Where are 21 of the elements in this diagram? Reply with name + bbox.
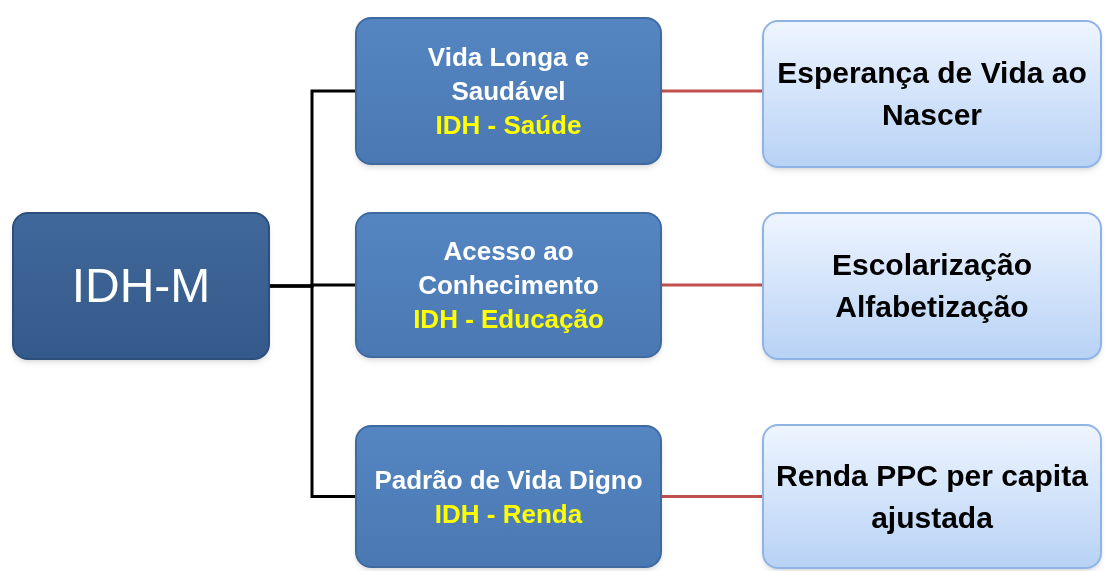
node-label: Esperança de Vida ao Nascer [776,55,1088,133]
index-label: IDH - Saúde [435,109,582,142]
index-label: IDH - Renda [434,497,583,531]
category-box [355,212,662,358]
node-title: Padrão de Vida Digno [374,463,643,497]
connector-line [662,495,762,498]
node-title: Vida Longa e Saudável [426,41,591,108]
node-title: IDH-M [71,258,211,314]
connector-line [270,284,355,498]
result-box [762,424,1102,569]
node-title: Acesso ao Conhecimento [417,235,600,302]
connector-line [662,89,762,93]
category-box [355,17,662,165]
index-label: IDH - Educação [413,303,604,336]
connector-line [662,283,762,287]
result-box [762,212,1102,360]
category-box [355,425,662,568]
category-box [12,212,270,360]
result-box [762,20,1102,168]
node-label: Renda PPC per capita ajustada [776,457,1088,536]
node-label: Escolarização Alfabetização [830,247,1034,325]
